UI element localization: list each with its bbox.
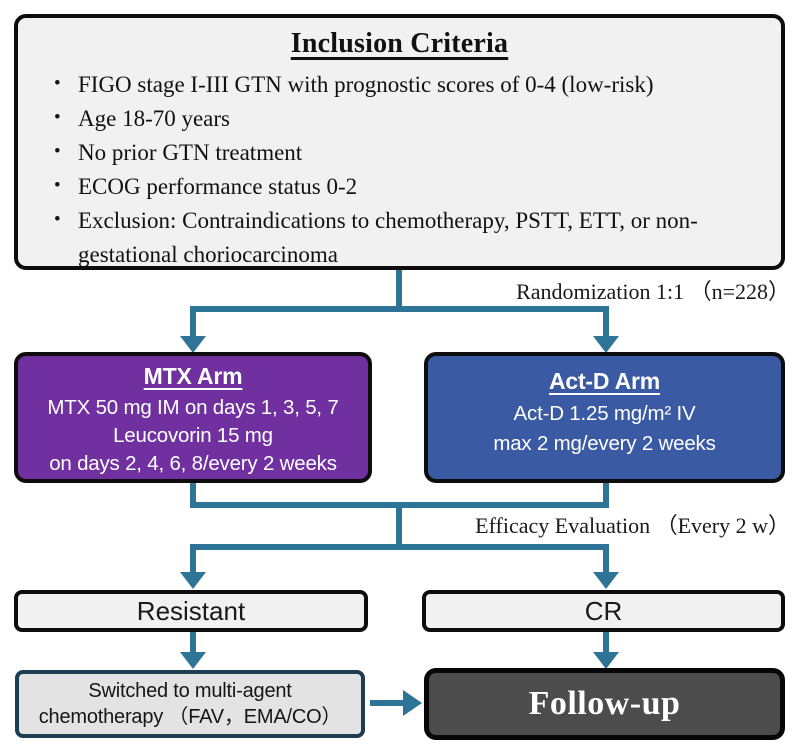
arrow-to-switched-icon [180,652,206,669]
actd-arm-title: Act-D Arm [548,368,661,394]
connector-split-randomization [190,306,609,338]
cr-label: CR [584,595,623,626]
mtx-arm-title: MTX Arm [143,363,243,389]
bullet-ecog-status: •ECOG performance status 0-2 [48,170,765,204]
randomization-label: Randomization 1:1 （n=228） [516,279,790,304]
arrow-to-resistant-icon [180,572,206,589]
bullet-figo-stage: •FIGO stage I-III GTN with prognostic sc… [48,68,765,102]
arrow-to-actd-icon [593,336,619,353]
resistant-box: Resistant [14,590,368,632]
arrow-to-mtx-icon [180,336,206,353]
bullet-dot-icon: • [54,73,61,94]
mtx-arm-leucovorin-line: Leucovorin 15 mg [113,424,273,447]
switched-chemotherapy-box: Switched to multi-agent chemotherapy （FA… [15,670,365,738]
mtx-arm-box: MTX Arm MTX 50 mg IM on days 1, 3, 5, 7 … [14,352,372,483]
cr-box: CR [422,590,785,632]
switched-line1: Switched to multi-agent [88,680,292,702]
mtx-arm-dose-line: MTX 50 mg IM on days 1, 3, 5, 7 [47,396,339,419]
bullet-no-prior-treatment: •No prior GTN treatment [48,136,765,170]
connector-merge-arms [190,481,609,508]
inclusion-title: Inclusion Criteria [290,28,509,59]
arrow-right-followup-icon [403,690,422,716]
efficacy-evaluation-label: Efficacy Evaluation （Every 2 w） [475,513,790,538]
bullet-exclusion: •Exclusion: Contraindications to chemoth… [48,204,765,272]
mtx-arm-schedule-line: on days 2, 4, 6, 8/every 2 weeks [49,452,337,475]
inclusion-bullet-list: •FIGO stage I-III GTN with prognostic sc… [48,68,765,272]
bullet-dot-icon: • [54,209,61,230]
arrow-to-followup-icon [593,652,619,669]
actd-arm-dose-line: Act-D 1.25 mg/m² IV [513,402,696,425]
switched-line2: chemotherapy （FAV，EMA/CO） [38,706,342,728]
bullet-dot-icon: • [54,107,61,128]
actd-arm-box: Act-D Arm Act-D 1.25 mg/m² IV max 2 mg/e… [424,352,785,483]
bullet-age: •Age 18-70 years [48,102,765,136]
bullet-dot-icon: • [54,141,61,162]
resistant-label: Resistant [136,595,246,626]
followup-box: Follow-up [424,668,785,740]
bullet-dot-icon: • [54,175,61,196]
arrow-to-cr-icon [593,572,619,589]
inclusion-criteria-box: Inclusion Criteria •FIGO stage I-III GTN… [14,14,785,270]
followup-label: Follow-up [528,685,681,722]
actd-arm-schedule-line: max 2 mg/every 2 weeks [493,432,716,455]
connector-split-efficacy [190,544,609,572]
